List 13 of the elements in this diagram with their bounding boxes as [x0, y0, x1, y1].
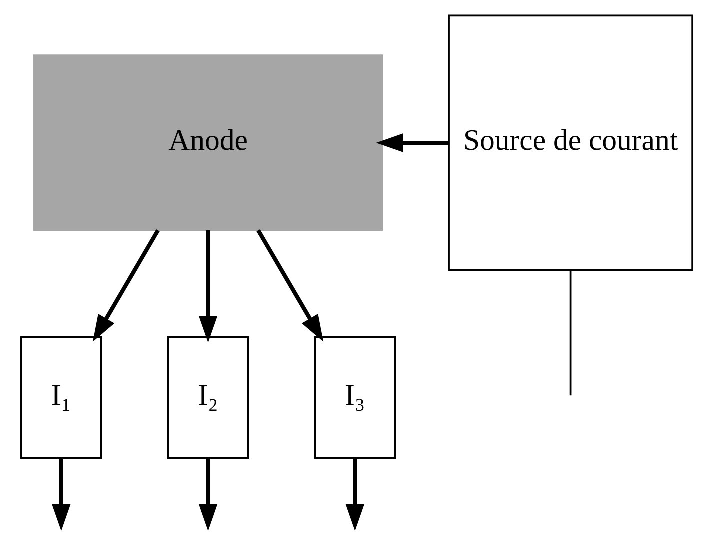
arrow	[256, 229, 324, 342]
arrow	[92, 229, 160, 342]
node-box: I₂	[167, 336, 250, 460]
node-box: Source de courant	[448, 14, 694, 272]
arrow	[346, 458, 365, 532]
arrow	[198, 230, 218, 343]
arrow	[52, 458, 71, 532]
node-box: I₃	[314, 336, 396, 460]
arrow	[198, 458, 218, 532]
node-box: I₁	[20, 336, 102, 460]
node-box: Anode	[34, 54, 384, 232]
arrow	[376, 134, 449, 152]
connector	[570, 271, 572, 396]
